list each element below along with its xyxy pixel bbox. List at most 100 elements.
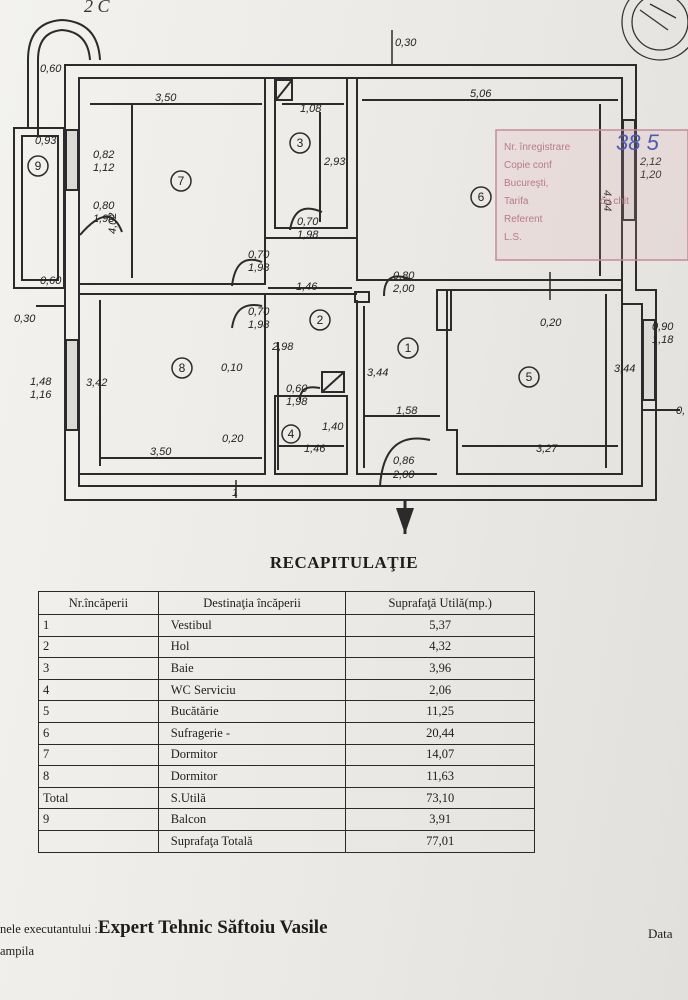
- registration-stamp: Nr. înregistrare Copie conf Bucureşti, T…: [495, 129, 688, 261]
- dim-label: 0,20: [222, 433, 244, 445]
- col-header-destinatia: Destinaţia încăperii: [157, 591, 347, 615]
- dim-label: 0,60: [286, 383, 308, 395]
- dim-label: 0,70: [297, 216, 319, 228]
- cell-nr: 7: [38, 743, 159, 767]
- dim-label: 0,60: [40, 275, 62, 287]
- dim-label: 1,98: [93, 213, 115, 225]
- svg-text:Nr. înregistrare: Nr. înregistrare: [504, 142, 571, 153]
- dim-label: 0,70: [248, 306, 270, 318]
- dim-label: 1,98: [286, 396, 308, 408]
- dim-label: 0,60: [40, 63, 62, 75]
- dim-label: 1,46: [304, 443, 326, 455]
- room-3-outline: [274, 77, 348, 229]
- room-number-9: 9: [35, 159, 42, 173]
- dim-label: 1,12: [93, 162, 114, 174]
- svg-text:cu chit: cu chit: [600, 196, 629, 207]
- dim-label: 0,80: [93, 200, 115, 212]
- dim-label: 1,98: [248, 262, 270, 274]
- dim-label: 0,70: [248, 249, 270, 261]
- stamp-handwritten-number: 38 5: [616, 130, 660, 155]
- room-number-4: 4: [288, 427, 295, 441]
- cell-nr: 4: [38, 678, 159, 702]
- dim-label: 3,44: [367, 367, 388, 379]
- cell-destinatia: Balcon: [157, 808, 347, 831]
- outer-wall: [64, 64, 657, 501]
- entry-door: [379, 437, 431, 487]
- room-number-3: 3: [297, 136, 304, 150]
- cell-nr: 9: [38, 808, 159, 831]
- cell-suprafata: 77,01: [345, 829, 535, 853]
- dim-label: 1,58: [396, 405, 418, 417]
- dim-label: 2,00: [392, 469, 415, 481]
- room-number-8: 8: [179, 361, 186, 375]
- cell-destinatia: Baie: [157, 657, 347, 680]
- dim-label: 1: [232, 487, 238, 499]
- dim-label: 3,44: [614, 363, 635, 375]
- col-header-suprafata: Suprafaţă Utilă(mp.): [345, 591, 535, 615]
- cell-nr: Total: [38, 786, 159, 810]
- cell-suprafata: 2,06: [345, 678, 535, 702]
- dim-label: 1,08: [300, 103, 322, 115]
- svg-text:Tarifa: Tarifa: [504, 196, 529, 207]
- svg-text:Copie conf: Copie conf: [504, 160, 552, 171]
- recap-title: RECAPITULAŢIE: [269, 553, 419, 572]
- dim-label: 1,18: [652, 334, 674, 346]
- dim-label: 0,82: [93, 149, 114, 161]
- dim-label: 3,50: [150, 446, 172, 458]
- dim-label: 0,93: [35, 135, 57, 147]
- cell-suprafata: 3,91: [345, 808, 535, 831]
- cell-nr: 1: [38, 614, 159, 637]
- cell-nr: 2: [38, 635, 159, 659]
- svg-text:Bucureşti,: Bucureşti,: [504, 178, 548, 189]
- dim-label: 0,90: [652, 321, 674, 333]
- cell-destinatia: S.Utilă: [157, 786, 347, 810]
- cell-nr: 8: [38, 765, 159, 788]
- dim-label: 3,27: [536, 443, 558, 455]
- room-number-5: 5: [526, 370, 533, 384]
- room-1-outline: [356, 300, 437, 475]
- cell-destinatia: Suprafaţa Totală: [157, 829, 347, 853]
- dim-label: 2,93: [323, 156, 346, 168]
- dim-label: 1,48: [30, 376, 52, 388]
- dim-label: 1,16: [30, 389, 52, 401]
- col-header-nr: Nr.încăperii: [38, 591, 159, 615]
- cell-suprafata: 5,37: [345, 614, 535, 637]
- stampila-label: ampila: [0, 944, 35, 958]
- room-number-1: 1: [405, 341, 412, 355]
- cell-suprafata: 14,07: [345, 743, 535, 767]
- table-header-row: Nr.încăperii Destinaţia încăperii Supraf…: [38, 591, 535, 615]
- cell-nr: 5: [38, 700, 159, 723]
- cell-destinatia: Dormitor: [157, 765, 347, 788]
- cell-destinatia: Vestibul: [157, 614, 347, 637]
- cell-nr: [38, 829, 159, 853]
- cell-suprafata: 11,25: [345, 700, 535, 723]
- dim-label: 0,30: [395, 37, 417, 49]
- corner-mark: 2 C: [84, 0, 111, 16]
- dim-label: 4,02: [107, 213, 119, 234]
- room-number-2: 2: [317, 313, 324, 327]
- balcony-arc: [27, 18, 101, 61]
- dim-label: 5,06: [470, 88, 492, 100]
- svg-text:L.S.: L.S.: [504, 232, 522, 243]
- dim-label: 1,20: [640, 169, 662, 181]
- cell-suprafata: 73,10: [345, 786, 535, 810]
- dim-label: 1,98: [248, 319, 270, 331]
- recap-table: Nr.încăperii Destinaţia încăperii Supraf…: [38, 591, 535, 853]
- dim-label: 0,10: [221, 362, 243, 374]
- dim-label: 3,50: [155, 92, 177, 104]
- dim-label: 0,20: [540, 317, 562, 329]
- dim-label: 1,46: [296, 281, 318, 293]
- cell-destinatia: Bucătărie: [157, 700, 347, 723]
- room-number-7: 7: [178, 174, 185, 188]
- dim-label: 1,40: [322, 421, 344, 433]
- cell-nr: 3: [38, 657, 159, 680]
- dim-label: 0,86: [393, 455, 415, 467]
- entrance-arrow: [396, 508, 414, 534]
